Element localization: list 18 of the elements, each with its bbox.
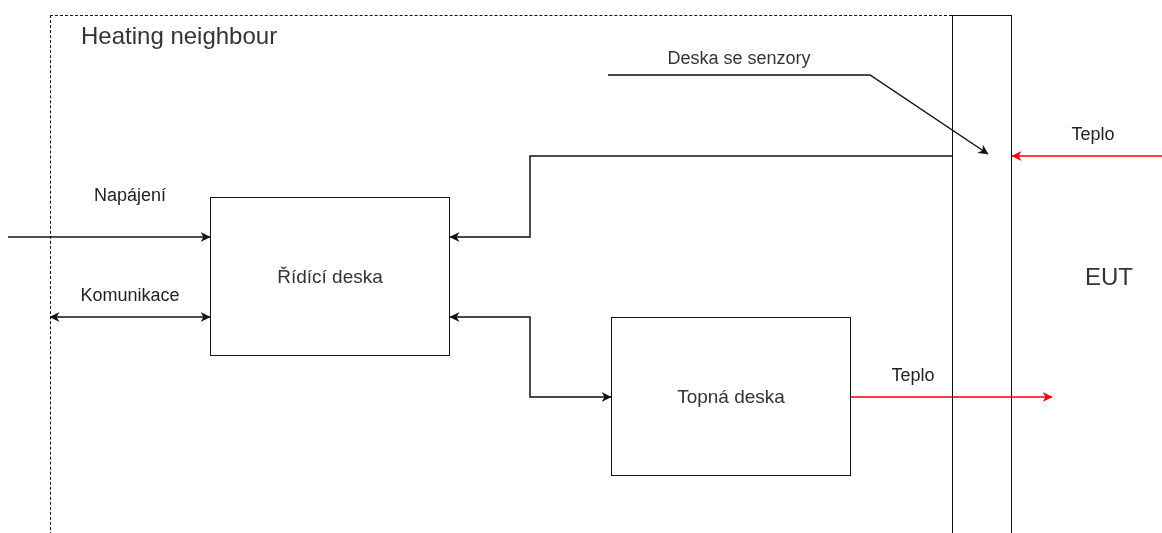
group-title: Heating neighbour <box>81 22 278 50</box>
process-box: Topná deska <box>611 317 851 476</box>
edge-label: Komunikace <box>80 285 180 306</box>
arrow <box>49 312 211 322</box>
area-label: EUT <box>1085 263 1133 291</box>
arrow <box>1011 151 1162 161</box>
leader-line <box>607 74 989 155</box>
edge-label: Napájení <box>93 185 167 206</box>
sensor-board-label: Deska se senzory <box>667 48 811 69</box>
sensor-board-bar <box>952 15 1012 533</box>
group-frame <box>50 15 952 533</box>
arrow <box>850 392 1053 402</box>
arrow <box>449 312 612 402</box>
arrow <box>7 232 211 242</box>
edge-label: Teplo <box>1071 124 1115 145</box>
arrow <box>449 155 953 242</box>
process-box: Řídící deska <box>210 197 450 356</box>
edge-label: Teplo <box>891 365 935 386</box>
